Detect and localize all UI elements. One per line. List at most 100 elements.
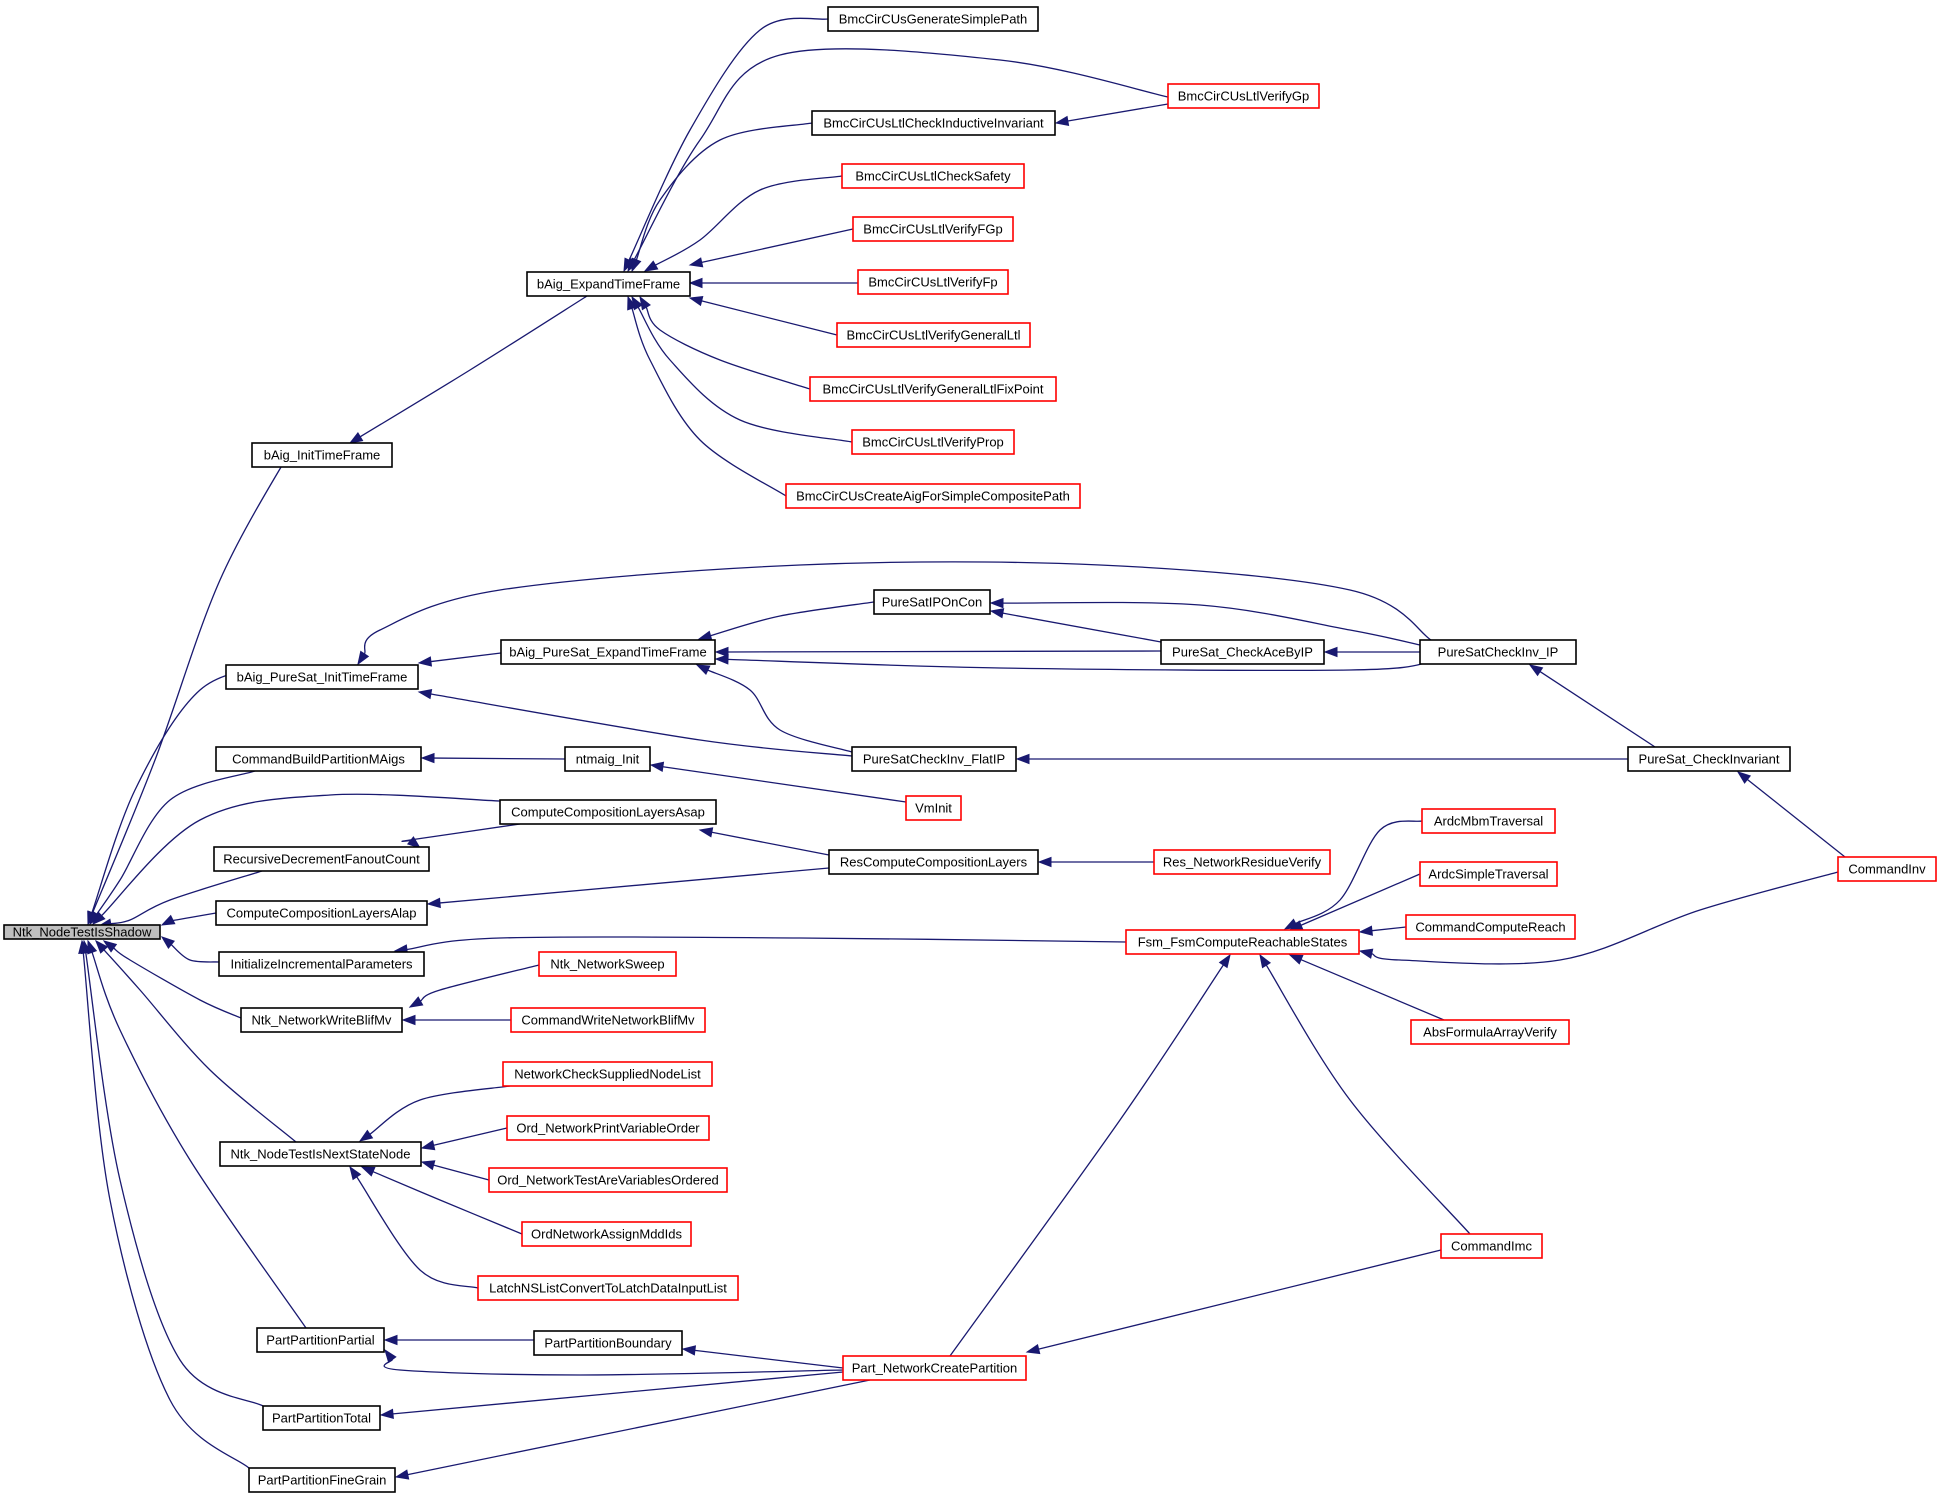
node-box[interactable] bbox=[841, 163, 1025, 189]
node-box[interactable] bbox=[1410, 1019, 1570, 1045]
node-box[interactable] bbox=[564, 746, 651, 772]
node-box[interactable] bbox=[851, 746, 1017, 772]
node-ntmaigInit[interactable]: ntmaig_Init bbox=[564, 746, 651, 772]
node-box[interactable] bbox=[256, 1327, 385, 1353]
node-ntkNextState[interactable]: Ntk_NodeTestIsNextStateNode bbox=[219, 1141, 422, 1167]
node-ntkBlifMv[interactable]: Ntk_NetworkWriteBlifMv bbox=[240, 1007, 403, 1033]
node-netCheck[interactable]: NetworkCheckSuppliedNodeList bbox=[502, 1061, 713, 1087]
node-box[interactable] bbox=[521, 1221, 692, 1247]
node-box[interactable] bbox=[218, 951, 425, 977]
node-latchNS[interactable]: LatchNSListConvertToLatchDataInputList bbox=[477, 1275, 739, 1301]
node-box[interactable] bbox=[248, 1467, 396, 1493]
node-box[interactable] bbox=[1440, 1233, 1543, 1259]
node-box[interactable] bbox=[506, 1115, 710, 1141]
node-psExpandTF[interactable]: bAig_PureSat_ExpandTimeFrame bbox=[500, 639, 716, 665]
node-resVerify[interactable]: Res_NetworkResidueVerify bbox=[1153, 849, 1331, 875]
node-verifyFGp[interactable]: BmcCirCUsLtlVerifyFGp bbox=[852, 216, 1014, 242]
node-genSimple[interactable]: BmcCirCUsGenerateSimplePath bbox=[827, 6, 1039, 32]
node-initTF[interactable]: bAig_InitTimeFrame bbox=[251, 442, 393, 468]
node-box[interactable] bbox=[1167, 83, 1320, 109]
node-box[interactable] bbox=[1153, 849, 1331, 875]
node-psCheckInv[interactable]: PureSat_CheckInvariant bbox=[1627, 746, 1791, 772]
node-box[interactable] bbox=[215, 900, 428, 926]
node-ardcMbm[interactable]: ArdcMbmTraversal bbox=[1421, 808, 1556, 834]
node-verifyGenFix[interactable]: BmcCirCUsLtlVerifyGeneralLtlFixPoint bbox=[809, 376, 1057, 402]
node-createAig[interactable]: BmcCirCUsCreateAigForSimpleCompositePath bbox=[785, 483, 1081, 509]
node-box[interactable] bbox=[851, 429, 1015, 455]
node-box[interactable] bbox=[526, 271, 691, 297]
node-partCreate[interactable]: Part_NetworkCreatePartition bbox=[842, 1355, 1027, 1381]
node-box[interactable] bbox=[251, 442, 393, 468]
node-ordTest[interactable]: Ord_NetworkTestAreVariablesOrdered bbox=[488, 1167, 728, 1193]
node-cmdWriteBlif[interactable]: CommandWriteNetworkBlifMv bbox=[510, 1007, 706, 1033]
node-cmdReach[interactable]: CommandComputeReach bbox=[1405, 914, 1576, 940]
node-box[interactable] bbox=[852, 216, 1014, 242]
node-box[interactable] bbox=[1421, 808, 1556, 834]
node-partFine[interactable]: PartPartitionFineGrain bbox=[248, 1467, 396, 1493]
node-box[interactable] bbox=[240, 1007, 403, 1033]
node-box[interactable] bbox=[1837, 856, 1937, 882]
node-psInitTF[interactable]: bAig_PureSat_InitTimeFrame bbox=[225, 664, 419, 690]
node-box[interactable] bbox=[502, 1061, 713, 1087]
node-verifyGen[interactable]: BmcCirCUsLtlVerifyGeneralLtl bbox=[836, 322, 1031, 348]
node-root[interactable]: Ntk_NodeTestIsShadow bbox=[3, 924, 161, 940]
node-verifyGp[interactable]: BmcCirCUsLtlVerifyGp bbox=[1167, 83, 1320, 109]
node-box[interactable] bbox=[785, 483, 1081, 509]
node-checkInd[interactable]: BmcCirCUsLtlCheckInductiveInvariant bbox=[811, 110, 1056, 136]
node-ordPrint[interactable]: Ord_NetworkPrintVariableOrder bbox=[506, 1115, 710, 1141]
node-box[interactable] bbox=[836, 322, 1031, 348]
node-partPartial[interactable]: PartPartitionPartial bbox=[256, 1327, 385, 1353]
node-cmdImc[interactable]: CommandImc bbox=[1440, 1233, 1543, 1259]
node-box[interactable] bbox=[215, 746, 422, 772]
node-verifyFp[interactable]: BmcCirCUsLtlVerifyFp bbox=[857, 269, 1009, 295]
node-compAsap[interactable]: ComputeCompositionLayersAsap bbox=[499, 799, 717, 825]
node-checkSafety[interactable]: BmcCirCUsLtlCheckSafety bbox=[841, 163, 1025, 189]
node-box[interactable] bbox=[828, 849, 1039, 875]
node-box[interactable] bbox=[1160, 639, 1325, 665]
node-box[interactable] bbox=[1125, 929, 1360, 955]
node-cmdInv[interactable]: CommandInv bbox=[1837, 856, 1937, 882]
node-box[interactable] bbox=[1419, 639, 1577, 665]
node-box[interactable] bbox=[1405, 914, 1576, 940]
node-box[interactable] bbox=[533, 1330, 683, 1356]
node-psCheckInvFlat[interactable]: PureSatCheckInv_FlatIP bbox=[851, 746, 1017, 772]
node-box[interactable] bbox=[477, 1275, 739, 1301]
node-box[interactable] bbox=[538, 951, 677, 977]
node-absFormula[interactable]: AbsFormulaArrayVerify bbox=[1410, 1019, 1570, 1045]
node-ntkSweep[interactable]: Ntk_NetworkSweep bbox=[538, 951, 677, 977]
node-partBoundary[interactable]: PartPartitionBoundary bbox=[533, 1330, 683, 1356]
node-box[interactable] bbox=[500, 639, 716, 665]
node-box[interactable] bbox=[905, 795, 962, 821]
node-box[interactable] bbox=[809, 376, 1057, 402]
node-ardcSimple[interactable]: ArdcSimpleTraversal bbox=[1419, 861, 1558, 887]
node-expandTF[interactable]: bAig_ExpandTimeFrame bbox=[526, 271, 691, 297]
node-ordAssign[interactable]: OrdNetworkAssignMddIds bbox=[521, 1221, 692, 1247]
node-box[interactable] bbox=[1627, 746, 1791, 772]
node-box[interactable] bbox=[213, 846, 430, 872]
node-vmInit[interactable]: VmInit bbox=[905, 795, 962, 821]
node-box[interactable] bbox=[857, 269, 1009, 295]
node-box[interactable] bbox=[811, 110, 1056, 136]
node-partTotal[interactable]: PartPartitionTotal bbox=[262, 1405, 381, 1431]
node-resComp[interactable]: ResComputeCompositionLayers bbox=[828, 849, 1039, 875]
node-psIPOnCon[interactable]: PureSatIPOnCon bbox=[873, 589, 991, 615]
node-box[interactable] bbox=[499, 799, 717, 825]
node-box[interactable] bbox=[827, 6, 1039, 32]
node-verifyProp[interactable]: BmcCirCUsLtlVerifyProp bbox=[851, 429, 1015, 455]
node-box[interactable] bbox=[219, 1141, 422, 1167]
node-compAlap[interactable]: ComputeCompositionLayersAlap bbox=[215, 900, 428, 926]
node-box[interactable] bbox=[262, 1405, 381, 1431]
node-box[interactable] bbox=[3, 924, 161, 940]
node-psCheckAce[interactable]: PureSat_CheckAceByIP bbox=[1160, 639, 1325, 665]
node-box[interactable] bbox=[225, 664, 419, 690]
node-box[interactable] bbox=[510, 1007, 706, 1033]
node-fsmReach[interactable]: Fsm_FsmComputeReachableStates bbox=[1125, 929, 1360, 955]
node-box[interactable] bbox=[873, 589, 991, 615]
node-psCheckInvIP[interactable]: PureSatCheckInv_IP bbox=[1419, 639, 1577, 665]
node-recDec[interactable]: RecursiveDecrementFanoutCount bbox=[213, 846, 430, 872]
node-initIncr[interactable]: InitializeIncrementalParameters bbox=[218, 951, 425, 977]
node-box[interactable] bbox=[488, 1167, 728, 1193]
node-box[interactable] bbox=[1419, 861, 1558, 887]
node-box[interactable] bbox=[842, 1355, 1027, 1381]
node-cmdBuildPart[interactable]: CommandBuildPartitionMAigs bbox=[215, 746, 422, 772]
